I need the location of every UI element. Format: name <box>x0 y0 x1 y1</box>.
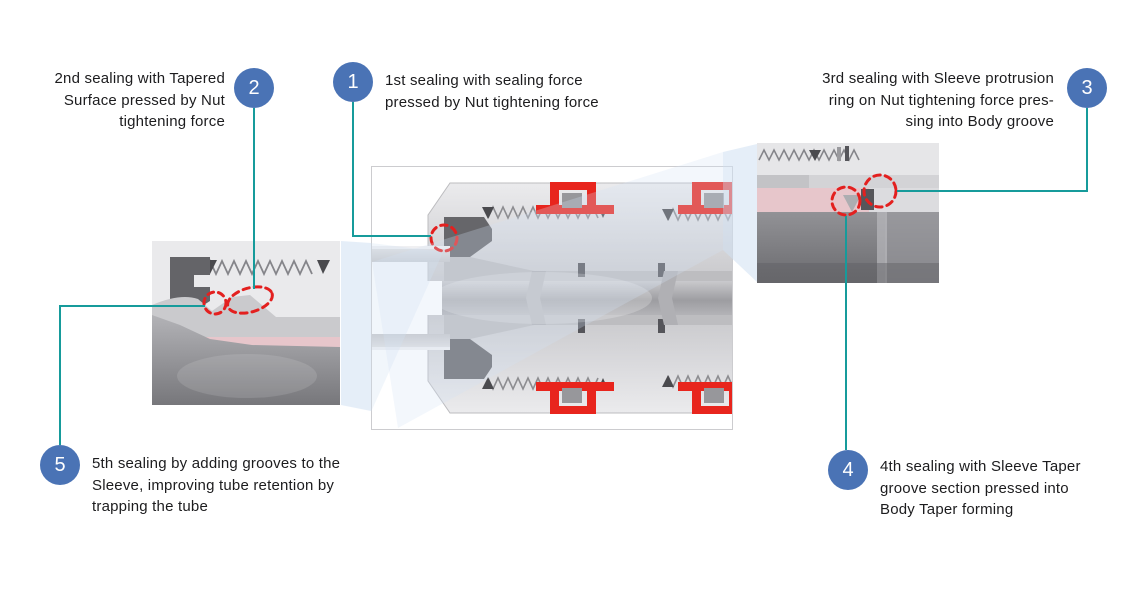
sleeve-taper-tip <box>843 195 861 212</box>
callout-badge-1: 1 <box>333 62 373 102</box>
sealing-point-1-marker <box>429 223 459 253</box>
sealing-point-3-marker <box>862 173 898 209</box>
thread-zigzag <box>203 258 313 277</box>
connector-3-vertical <box>1086 108 1088 191</box>
callout-text-3: 3rd sealing with Sleeve protrusion ring … <box>822 70 1054 130</box>
callout-text-5: 5th sealing by adding grooves to the Sle… <box>92 455 341 515</box>
sealing-point-4-marker <box>830 185 862 217</box>
connector-1-vertical <box>352 102 354 236</box>
badge-5-number: 5 <box>54 453 66 476</box>
thread-zigzag <box>758 148 860 162</box>
sleeve-protrusion-zoom-art <box>757 143 939 283</box>
callout-text-1: 1st sealing with sealing force pressed b… <box>385 72 599 111</box>
tube-mass <box>152 315 340 405</box>
left-zoom-beam <box>341 241 371 411</box>
right-detail-image <box>757 143 939 283</box>
connector-2-vertical <box>253 108 255 289</box>
callout-text-4: 4th sealing with Sleeve Taper groove sec… <box>880 458 1081 518</box>
sealing-point-5-marker <box>202 290 228 316</box>
connector-4-vertical <box>845 216 847 450</box>
callout-badge-3: 3 <box>1067 68 1107 108</box>
badge-2-number: 2 <box>248 76 260 99</box>
left-detail-image <box>152 241 340 405</box>
badge-1-number: 1 <box>347 70 359 93</box>
badge-4-number: 4 <box>842 458 854 481</box>
callout-badge-5: 5 <box>40 445 80 485</box>
connector-3-horizontal <box>897 190 1088 192</box>
callout-badge-4: 4 <box>828 450 868 490</box>
tube-fitting-cross-section-art <box>372 181 732 415</box>
badge-3-number: 3 <box>1081 76 1093 99</box>
connector-5-vertical <box>59 307 61 445</box>
sealing-point-2-marker <box>226 285 274 315</box>
callout-badge-2: 2 <box>234 68 274 108</box>
connector-1-horizontal <box>352 235 431 237</box>
bore-interior <box>442 275 732 321</box>
tapered-surface-zoom-art <box>152 241 340 405</box>
connector-5-horizontal <box>59 305 205 307</box>
callout-text-2: 2nd sealing with Tapered Surface pressed… <box>54 70 225 130</box>
main-cross-section-image <box>371 166 733 430</box>
